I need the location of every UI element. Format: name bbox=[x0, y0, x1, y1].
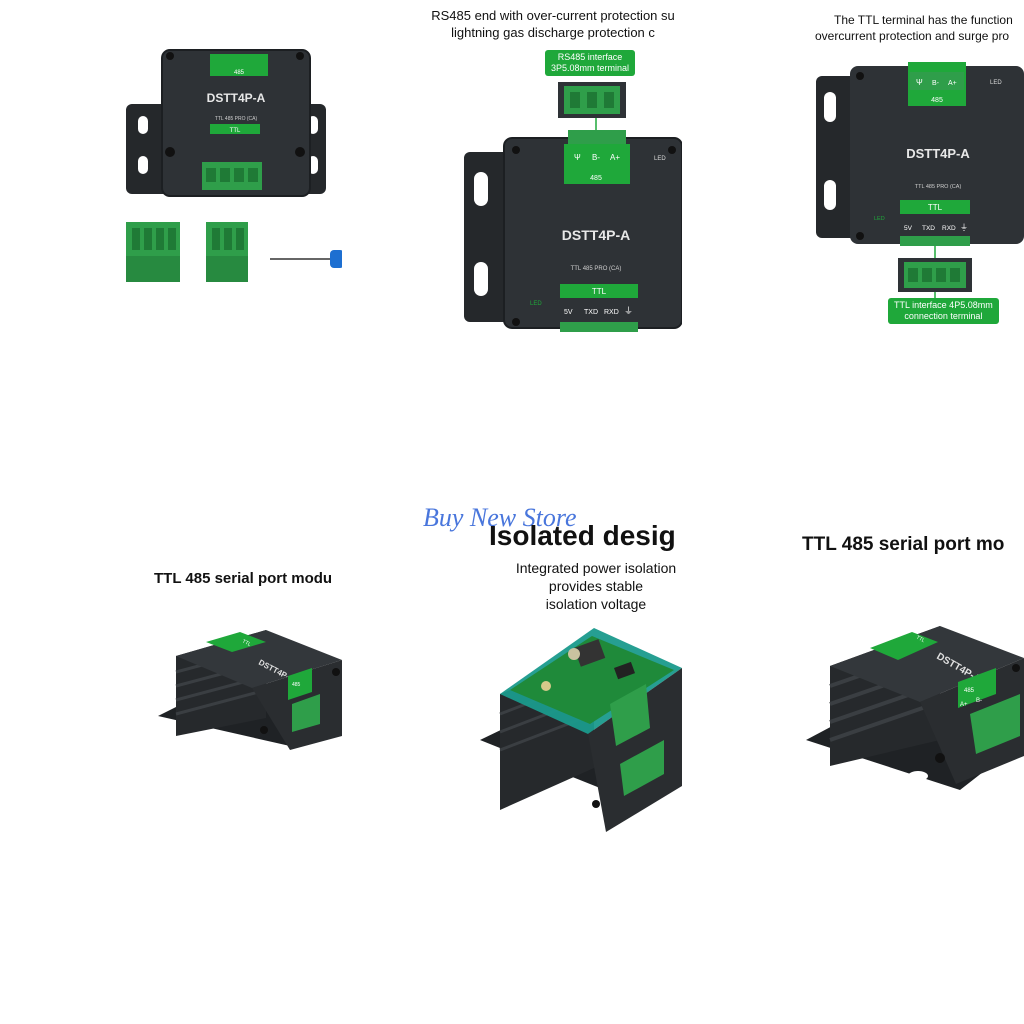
rs485-label: 485 bbox=[964, 688, 975, 694]
device-iso-right-illustration: DSTT4P-A TTL 485 A+ B- bbox=[806, 626, 1024, 790]
isolation-body-line2: provides stable bbox=[548, 578, 644, 594]
photo-panel-iso-right: TTL 485 serial port mo DSTT4P-A TTL 485 … bbox=[800, 526, 1024, 820]
photo-panel-ttl: The TTL terminal has the function overcu… bbox=[810, 10, 1024, 340]
loose-terminal-3p bbox=[206, 222, 248, 282]
model-subtitle: TTL 485 PRO (CA) bbox=[571, 266, 622, 272]
ttl-label: TTL bbox=[915, 635, 926, 645]
device-front-illustration: 485 DSTT4P-A TTL 485 PRO (CA) TTL bbox=[126, 49, 342, 282]
device-pcb-illustration bbox=[480, 628, 682, 832]
ttl-label: TTL bbox=[592, 287, 607, 296]
rs485-interface-label-line2: 3P5.08mm terminal bbox=[551, 63, 630, 73]
led-label: LED bbox=[874, 216, 885, 222]
ground-icon: ⏚ bbox=[960, 223, 968, 232]
device-iso-illustration: DSTT4P-A TTL 485 bbox=[158, 630, 342, 750]
model-name: DSTT4P-A bbox=[906, 146, 970, 161]
rs485-caption-line2: lightning gas discharge protection c bbox=[451, 25, 655, 40]
rs485-label: 485 bbox=[234, 70, 245, 76]
ttl-label: TTL bbox=[928, 203, 943, 212]
rs485-label: 485 bbox=[931, 97, 943, 104]
ttl-pin-txd: TXD bbox=[584, 309, 598, 316]
rs485-pin-b: B- bbox=[592, 153, 600, 162]
photo-panel-isolation: Isolated desig Integrated power isolatio… bbox=[424, 518, 682, 850]
ttl-pin-rxd: RXD bbox=[604, 309, 619, 316]
ttl-interface-label-line1: TTL interface 4P5.08mm bbox=[894, 300, 993, 310]
screwdriver-icon bbox=[270, 250, 342, 268]
isolation-body-line3: isolation voltage bbox=[545, 596, 647, 612]
ttl-pin-txd: TXD bbox=[922, 225, 935, 232]
antenna-icon: Ψ bbox=[574, 153, 581, 162]
led-label: LED bbox=[530, 301, 542, 307]
rs485-label: 485 bbox=[590, 175, 602, 182]
model-name: DSTT4P-A bbox=[562, 227, 630, 243]
led-label: LED bbox=[990, 80, 1002, 86]
rs485-pin-b: B- bbox=[976, 698, 982, 704]
ttl-caption-line1: The TTL terminal has the function bbox=[834, 13, 1013, 27]
panel6-caption: TTL 485 serial port mo bbox=[802, 534, 1005, 555]
device-rs485-illustration: Ψ B- A+ 485 LED DSTT4P-A TTL 485 PRO (CA… bbox=[464, 82, 682, 332]
ttl-caption-line2: overcurrent protection and surge pro bbox=[815, 29, 1010, 43]
panel4-caption: TTL 485 serial port modu bbox=[154, 570, 333, 587]
led-label: LED bbox=[654, 156, 666, 162]
rs485-caption-line1: RS485 end with over-current protection s… bbox=[431, 8, 675, 23]
rs485-pin-a: A+ bbox=[610, 153, 620, 162]
isolation-body-line1: Integrated power isolation bbox=[515, 560, 677, 576]
loose-terminal-4p bbox=[126, 222, 180, 282]
antenna-icon: Ψ bbox=[916, 78, 923, 87]
model-subtitle: TTL 485 PRO (CA) bbox=[215, 116, 258, 122]
ttl-label: TTL bbox=[241, 638, 252, 648]
rs485-pin-b: B- bbox=[932, 80, 940, 87]
photo-panel-rs485: RS485 end with over-current protection s… bbox=[424, 0, 682, 340]
model-subtitle: TTL 485 PRO (CA) bbox=[915, 184, 962, 190]
ttl-pin-5v: 5V bbox=[904, 225, 913, 232]
photo-panel-iso-left: TTL 485 serial port modu DSTT4P-A TTL 48… bbox=[140, 560, 342, 780]
ttl-interface-label: TTL interface 4P5.08mm connection termin… bbox=[888, 298, 999, 324]
ground-icon: ⏚ bbox=[624, 306, 633, 316]
model-name: DSTT4P-A bbox=[207, 91, 266, 105]
rs485-pin-a: A+ bbox=[960, 702, 968, 708]
ttl-pin-5v: 5V bbox=[564, 309, 573, 316]
store-watermark: Buy New Store bbox=[423, 503, 577, 532]
rs485-interface-label: RS485 interface 3P5.08mm terminal bbox=[545, 50, 636, 76]
ttl-interface-label-line2: connection terminal bbox=[904, 311, 983, 321]
rs485-pin-a: A+ bbox=[948, 80, 957, 87]
ttl-label: TTL bbox=[230, 128, 241, 134]
rs485-interface-label-line1: RS485 interface bbox=[557, 52, 623, 62]
isolation-title: Isolated desig bbox=[489, 520, 676, 551]
photo-panel-accessories: 485 DSTT4P-A TTL 485 PRO (CA) TTL bbox=[110, 30, 342, 300]
ttl-pin-rxd: RXD bbox=[942, 225, 956, 232]
rs485-label: 485 bbox=[292, 682, 301, 688]
device-ttl-illustration: Ψ B- A+ 485 LED DSTT4P-A TTL 485 PRO (CA… bbox=[816, 62, 1024, 298]
